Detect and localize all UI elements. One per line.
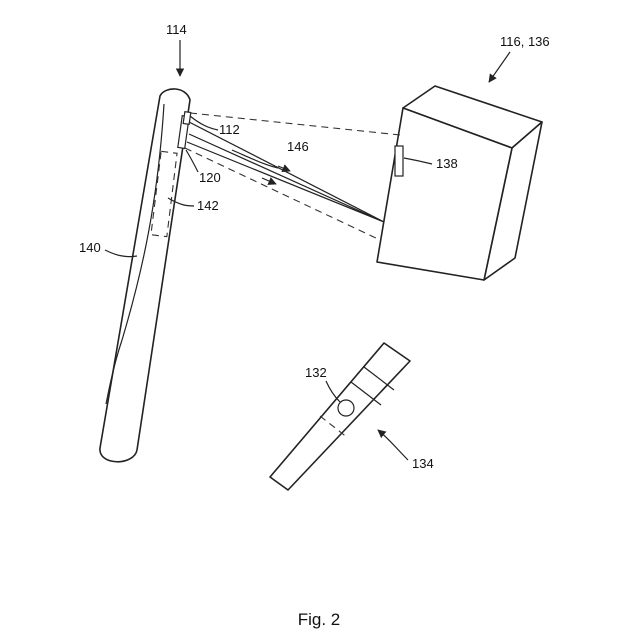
label-132: 132 [305,365,327,380]
base-station-box [377,86,542,280]
label-134: 134 [412,456,434,471]
figure-caption: Fig. 2 [298,610,341,629]
label-142: 142 [197,198,219,213]
label-114: 114 [166,22,187,37]
label-140: 140 [79,240,101,255]
label-112: 112 [219,122,240,137]
stylus-device [270,343,410,490]
label-116-136: 116, 136 [500,34,550,49]
label-120: 120 [199,170,221,185]
port-138 [395,146,403,176]
label-146: 146 [287,139,309,154]
button-132 [338,400,354,416]
handheld-device [100,89,191,462]
label-138: 138 [436,156,458,171]
